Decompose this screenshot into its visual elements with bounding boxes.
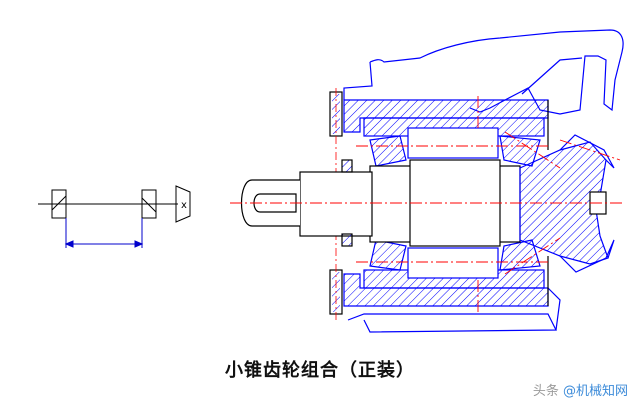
housing-rib (521, 57, 583, 95)
bevel-pinion-assembly-drawing (241, 29, 624, 333)
figure-caption: 小锥齿轮组合（正装） (225, 360, 415, 381)
bearing-top-left (369, 135, 407, 167)
gear-symbol-label: x (181, 200, 187, 211)
shaft-end (299, 171, 373, 237)
watermark-handle: @机械知网 (562, 384, 628, 399)
seal-bottom (341, 233, 353, 247)
bevel-pinion (519, 141, 609, 265)
spacer-bottom (407, 247, 499, 279)
gear-symbol-icon (175, 185, 191, 223)
centerlines (230, 96, 625, 312)
watermark: 头条 @机械知网 (533, 380, 628, 399)
seal-top (341, 159, 353, 173)
schematic-bearing-right (141, 189, 157, 219)
schematic-bearing-left (51, 189, 67, 219)
housing-outline (369, 29, 624, 115)
bearing-bottom-left (369, 239, 407, 271)
housing-base (347, 313, 557, 333)
watermark-prefix: 头条 (532, 384, 563, 399)
spacer-top (407, 127, 499, 159)
bearing-pair-schematic-icon (38, 189, 178, 248)
